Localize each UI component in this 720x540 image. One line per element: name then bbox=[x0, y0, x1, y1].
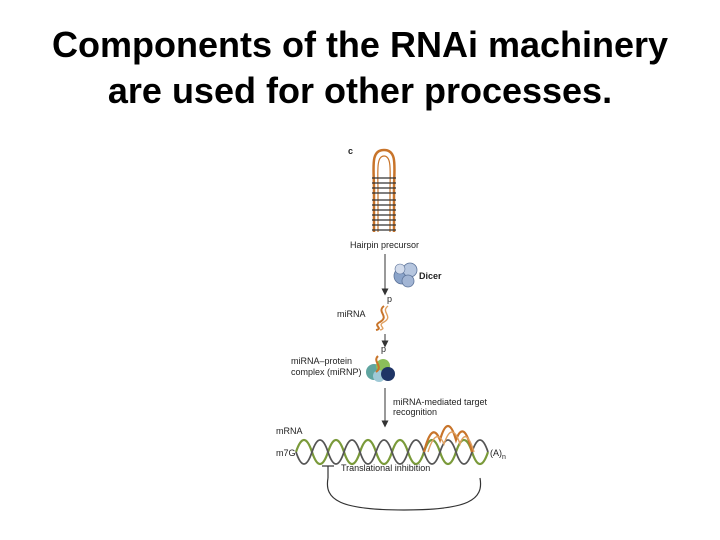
mirna-label: miRNA bbox=[337, 309, 366, 319]
mirna-duplex bbox=[375, 305, 389, 331]
dicer-protein bbox=[393, 262, 418, 288]
title-line-2: are used for other processes. bbox=[107, 70, 613, 111]
translational-inhibition-arc bbox=[322, 465, 482, 511]
inhibition-label: Translational inhibition bbox=[341, 463, 430, 473]
polya-label: (A)n bbox=[490, 448, 506, 461]
target-label-line2: recognition bbox=[393, 407, 437, 417]
target-label-line1: miRNA-mediated target bbox=[393, 397, 488, 407]
mirnp-complex bbox=[366, 355, 395, 382]
phosphate-label-1: p bbox=[387, 294, 392, 304]
hairpin-precursor bbox=[372, 148, 396, 232]
phosphate-label-2: p bbox=[381, 344, 386, 354]
mrna-strand bbox=[294, 438, 490, 466]
slide-title: Components of the RNAi machinery are use… bbox=[0, 22, 720, 114]
dicer-label: Dicer bbox=[419, 271, 442, 281]
cap-label: m7G bbox=[276, 448, 296, 458]
panel-label: c bbox=[348, 146, 353, 156]
mirna-bound-target bbox=[422, 424, 475, 453]
mrna-label: mRNA bbox=[276, 426, 303, 436]
complex-label-line1: miRNA–protein bbox=[291, 356, 352, 366]
complex-label-line2: complex (miRNP) bbox=[291, 367, 362, 377]
title-line-1: Components of the RNAi machinery bbox=[51, 24, 669, 65]
hairpin-label: Hairpin precursor bbox=[350, 240, 419, 250]
